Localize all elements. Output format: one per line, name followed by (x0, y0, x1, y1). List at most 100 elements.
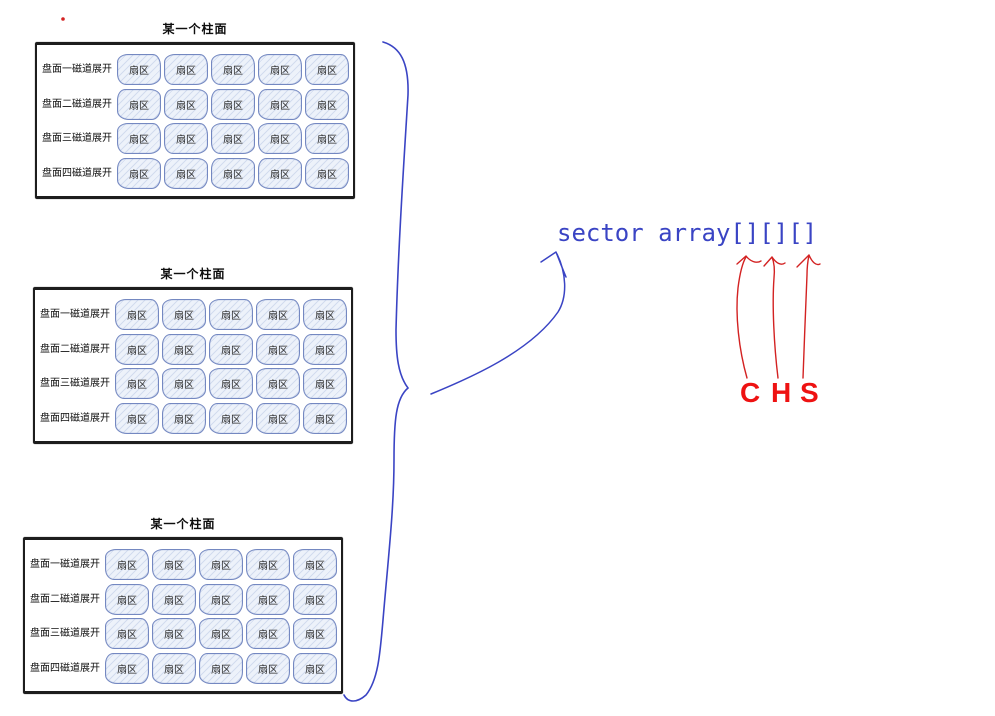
sector-cell: 扇区 (303, 402, 347, 434)
sector-cell: 扇区 (293, 618, 337, 650)
sector-cell: 扇区 (152, 652, 196, 684)
sector-cell: 扇区 (105, 652, 149, 684)
chs-letter-s: S (800, 377, 819, 408)
sector-cell: 扇区 (303, 299, 347, 330)
cylinder-table-2: 某一个柱面 盘面一磁道展开扇区扇区扇区扇区扇区盘面二磁道展开扇区扇区扇区扇区扇区… (33, 265, 353, 444)
sector-cell: 扇区 (211, 54, 255, 85)
track-row: 盘面二磁道展开扇区扇区扇区扇区扇区 (42, 88, 349, 120)
sector-array-label: sector array[][][] (557, 219, 818, 247)
track-row: 盘面三磁道展开扇区扇区扇区扇区扇区 (30, 618, 337, 650)
sector-cell: 扇区 (162, 299, 206, 330)
sector-cell: 扇区 (162, 368, 206, 400)
sector-cell: 扇区 (246, 652, 290, 684)
sector-cell: 扇区 (117, 123, 161, 155)
track-row-label: 盘面一磁道展开 (30, 559, 100, 570)
sector-cell: 扇区 (246, 618, 290, 650)
sector-cell: 扇区 (115, 333, 159, 365)
sector-cell: 扇区 (162, 402, 206, 434)
sector-cell: 扇区 (164, 88, 208, 120)
track-row: 盘面一磁道展开扇区扇区扇区扇区扇区 (30, 549, 337, 580)
sector-cell: 扇区 (105, 618, 149, 650)
sector-cell: 扇区 (256, 402, 300, 434)
sector-cell: 扇区 (258, 157, 302, 189)
track-row-label: 盘面四磁道展开 (40, 412, 110, 424)
cylinder-table-title: 某一个柱面 (160, 267, 226, 281)
cylinder-table-title: 某一个柱面 (150, 517, 216, 531)
sector-cell: 扇区 (164, 157, 208, 189)
red-arrow-c (736, 255, 762, 379)
sector-cell: 扇区 (152, 618, 196, 650)
sector-cell: 扇区 (209, 368, 253, 400)
chs-letter-c: C (740, 377, 761, 408)
sector-cell: 扇区 (199, 618, 243, 650)
sector-cell: 扇区 (209, 402, 253, 434)
sector-cell: 扇区 (209, 299, 253, 330)
sector-cell: 扇区 (256, 299, 300, 330)
sector-cell: 扇区 (211, 88, 255, 120)
sector-cell: 扇区 (211, 123, 255, 155)
sector-cell: 扇区 (256, 368, 300, 400)
track-row: 盘面三磁道展开扇区扇区扇区扇区扇区 (40, 368, 347, 400)
chs-letter-h: H (771, 377, 792, 408)
track-row-label: 盘面二磁道展开 (30, 593, 100, 605)
track-row: 盘面四磁道展开扇区扇区扇区扇区扇区 (42, 157, 349, 189)
sector-cell: 扇区 (246, 549, 290, 580)
platter-track-grid: 盘面一磁道展开扇区扇区扇区扇区扇区盘面二磁道展开扇区扇区扇区扇区扇区盘面三磁道展… (33, 287, 353, 444)
sector-cell: 扇区 (293, 652, 337, 684)
track-row-label: 盘面三磁道展开 (40, 378, 110, 390)
track-row: 盘面二磁道展开扇区扇区扇区扇区扇区 (30, 583, 337, 615)
red-arrow-s (796, 254, 821, 379)
track-row-label: 盘面四磁道展开 (42, 167, 112, 179)
sector-cell: 扇区 (258, 54, 302, 85)
sector-cell: 扇区 (117, 157, 161, 189)
sector-cell: 扇区 (209, 333, 253, 365)
sector-cell: 扇区 (211, 157, 255, 189)
sector-cell: 扇区 (164, 54, 208, 85)
sector-cell: 扇区 (117, 54, 161, 85)
sector-cell: 扇区 (117, 88, 161, 120)
sector-cell: 扇区 (199, 549, 243, 580)
track-row: 盘面一磁道展开扇区扇区扇区扇区扇区 (40, 299, 347, 330)
track-row: 盘面四磁道展开扇区扇区扇区扇区扇区 (30, 652, 337, 684)
sector-cell: 扇区 (199, 583, 243, 615)
sector-cell: 扇区 (115, 402, 159, 434)
sector-cell: 扇区 (105, 583, 149, 615)
sector-cell: 扇区 (164, 123, 208, 155)
sector-cell: 扇区 (258, 123, 302, 155)
sector-cell: 扇区 (152, 549, 196, 580)
track-row-label: 盘面一磁道展开 (40, 309, 110, 320)
sector-cell: 扇区 (199, 652, 243, 684)
sector-cell: 扇区 (293, 549, 337, 580)
sector-cell: 扇区 (293, 583, 337, 615)
sector-cell: 扇区 (305, 54, 349, 85)
platter-track-grid: 盘面一磁道展开扇区扇区扇区扇区扇区盘面二磁道展开扇区扇区扇区扇区扇区盘面三磁道展… (23, 537, 343, 694)
red-arrow-h (763, 256, 786, 379)
sector-cell: 扇区 (305, 88, 349, 120)
track-row-label: 盘面二磁道展开 (42, 98, 112, 110)
track-row-label: 盘面二磁道展开 (40, 343, 110, 355)
track-row: 盘面四磁道展开扇区扇区扇区扇区扇区 (40, 402, 347, 434)
track-row: 盘面二磁道展开扇区扇区扇区扇区扇区 (40, 333, 347, 365)
sector-cell: 扇区 (305, 123, 349, 155)
track-row: 盘面一磁道展开扇区扇区扇区扇区扇区 (42, 54, 349, 85)
sector-cell: 扇区 (246, 583, 290, 615)
sector-cell: 扇区 (303, 333, 347, 365)
sector-cell: 扇区 (258, 88, 302, 120)
sector-cell: 扇区 (256, 333, 300, 365)
platter-track-grid: 盘面一磁道展开扇区扇区扇区扇区扇区盘面二磁道展开扇区扇区扇区扇区扇区盘面三磁道展… (35, 42, 355, 199)
track-row-label: 盘面一磁道展开 (42, 64, 112, 75)
sector-cell: 扇区 (115, 299, 159, 330)
track-row-label: 盘面三磁道展开 (42, 133, 112, 145)
sector-cell: 扇区 (105, 549, 149, 580)
track-row-label: 盘面三磁道展开 (30, 628, 100, 640)
sector-cell: 扇区 (115, 368, 159, 400)
sector-cell: 扇区 (303, 368, 347, 400)
track-row-label: 盘面四磁道展开 (30, 662, 100, 674)
blue-arrow (430, 251, 567, 395)
cylinder-table-1: 某一个柱面 盘面一磁道展开扇区扇区扇区扇区扇区盘面二磁道展开扇区扇区扇区扇区扇区… (35, 20, 355, 199)
sector-cell: 扇区 (305, 157, 349, 189)
cylinder-table-title: 某一个柱面 (162, 22, 228, 36)
track-row: 盘面三磁道展开扇区扇区扇区扇区扇区 (42, 123, 349, 155)
sector-cell: 扇区 (152, 583, 196, 615)
